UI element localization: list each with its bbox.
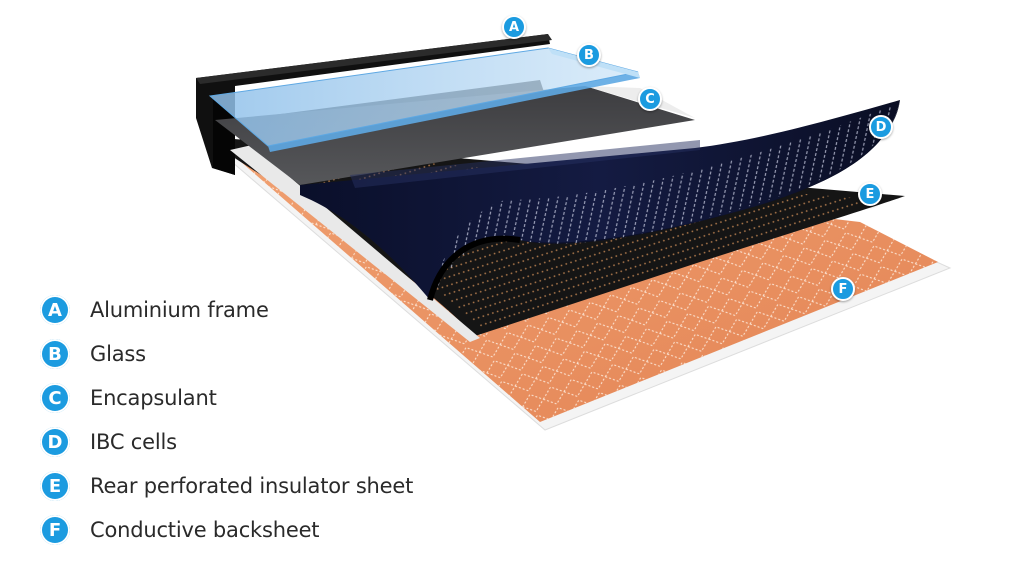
legend-badge: E [40,471,70,501]
legend-item-conductive-backsheet: F Conductive backsheet [40,508,413,552]
legend-badge: C [40,383,70,413]
legend-item-encapsulant: C Encapsulant [40,376,413,420]
callout-a: A [502,15,526,39]
legend-label: Encapsulant [90,386,217,410]
legend-label: Glass [90,342,146,366]
legend-label: Rear perforated insulator sheet [90,474,414,498]
legend-badge: A [40,295,70,325]
legend-item-rear-insulator-sheet: E Rear perforated insulator sheet [40,464,413,508]
callout-f: F [831,277,855,301]
legend-item-aluminium-frame: A Aluminium frame [40,288,413,332]
legend: A Aluminium frame B Glass C Encapsulant … [40,288,413,552]
callout-c: C [638,87,662,111]
legend-label: Aluminium frame [90,298,269,322]
legend-badge: D [40,427,70,457]
legend-label: Conductive backsheet [90,518,320,542]
callout-d: D [869,115,893,139]
callout-e: E [858,182,882,206]
legend-item-ibc-cells: D IBC cells [40,420,413,464]
legend-item-glass: B Glass [40,332,413,376]
callout-b: B [577,43,601,67]
legend-label: IBC cells [90,430,177,454]
legend-badge: F [40,515,70,545]
legend-badge: B [40,339,70,369]
